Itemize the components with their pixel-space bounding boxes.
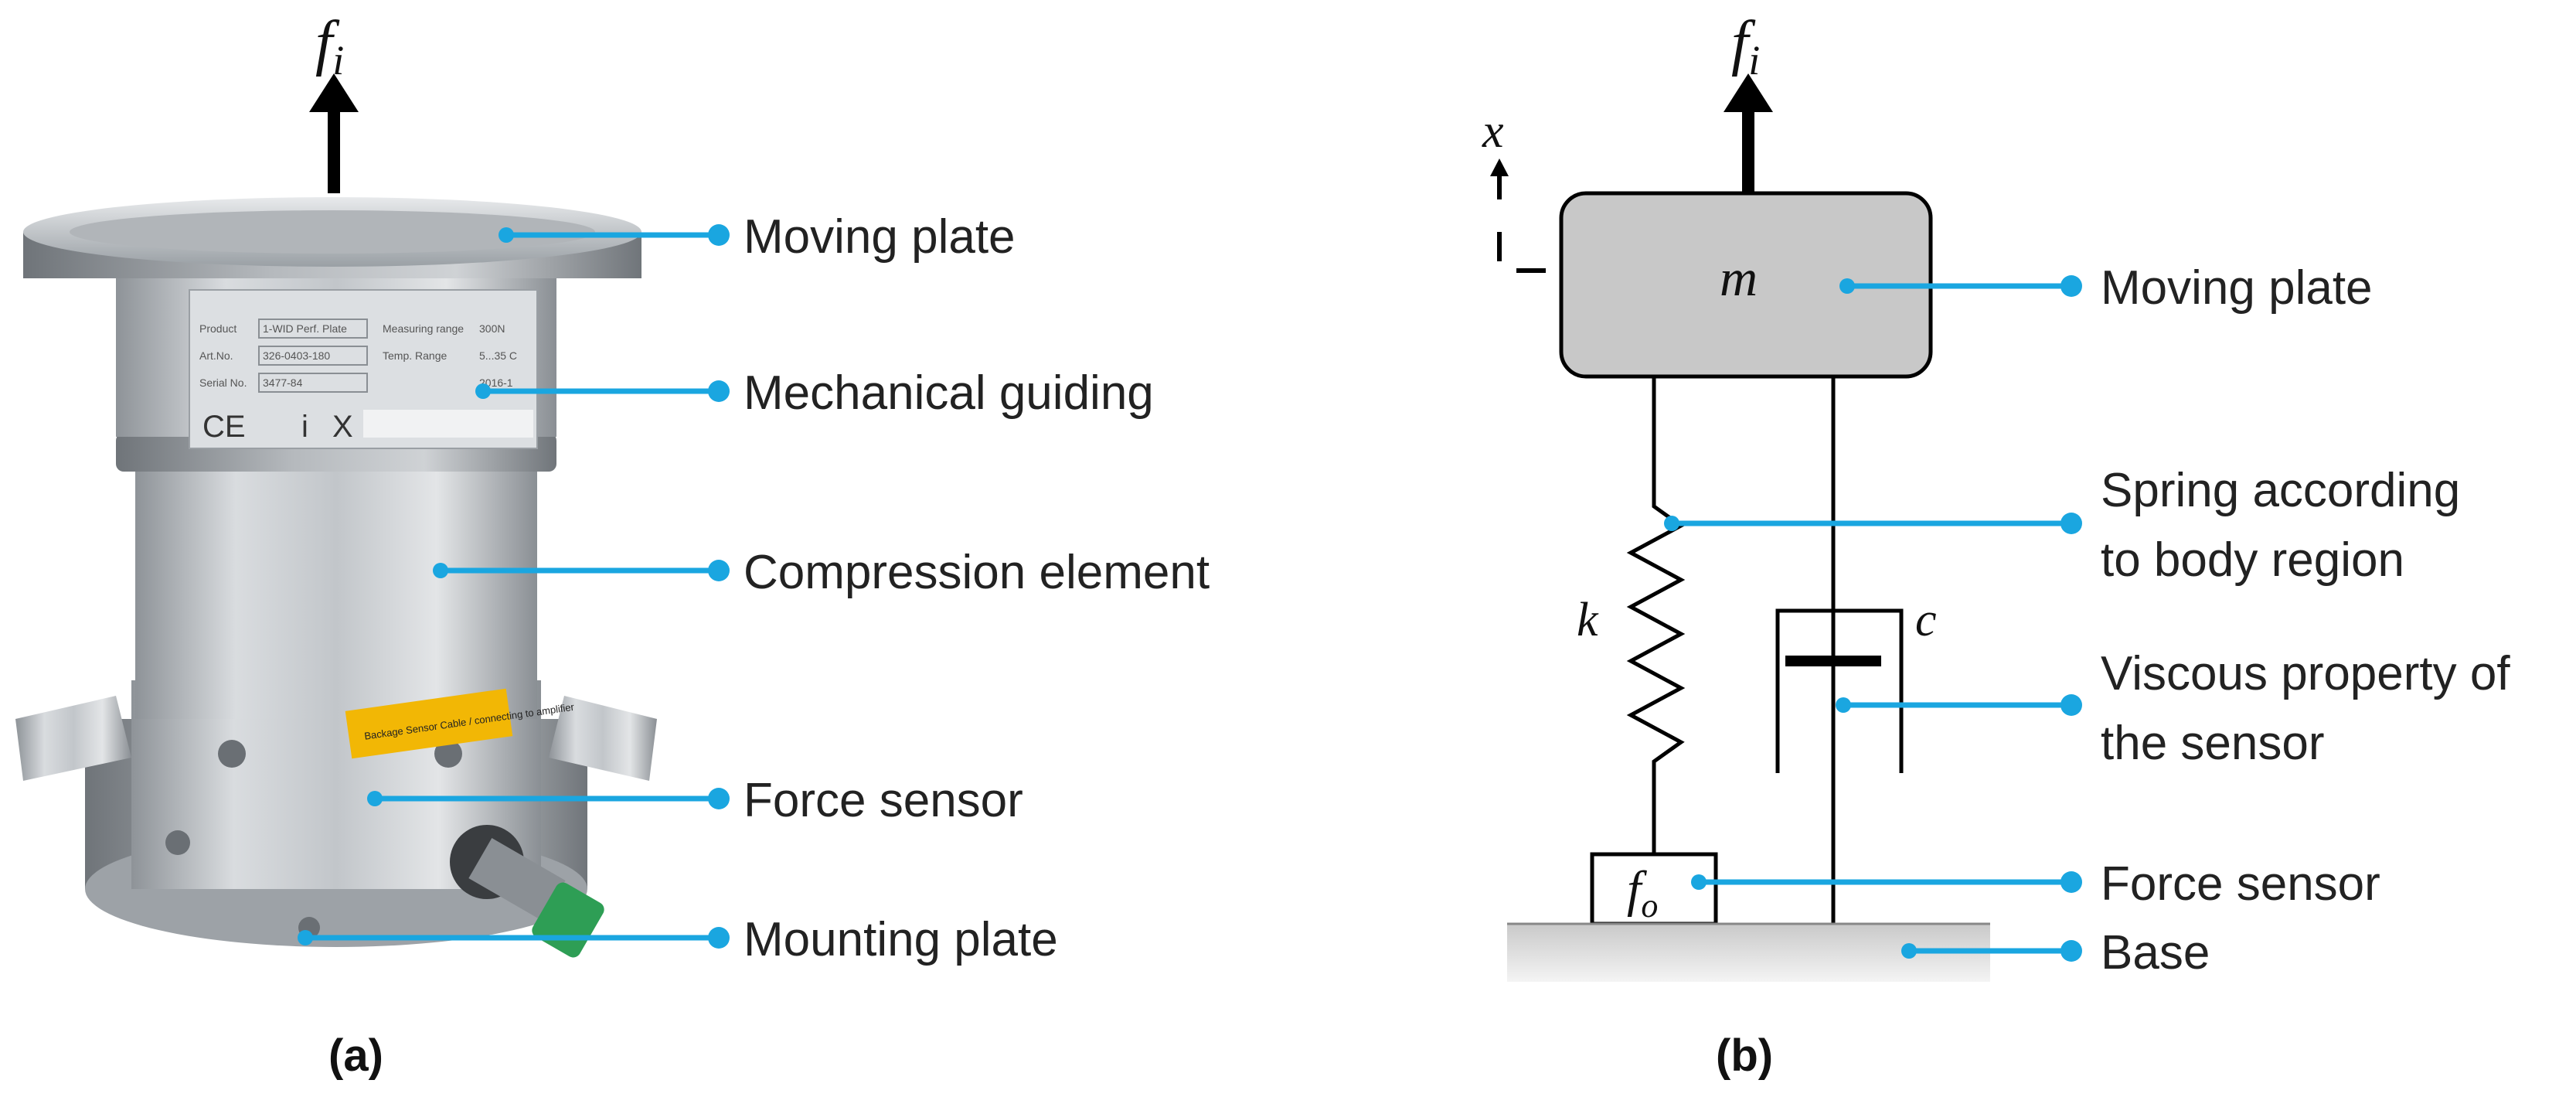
force-arrow-b bbox=[1724, 73, 1773, 193]
disposal-mark: X bbox=[332, 410, 353, 444]
nameplate-cell: Serial No. bbox=[199, 376, 247, 389]
nameplate-cell: 5...35 C bbox=[479, 349, 517, 362]
nameplate: Product 1-WID Perf. Plate Measuring rang… bbox=[189, 289, 538, 449]
nameplate-cell: 326-0403-180 bbox=[263, 349, 330, 362]
damper: c bbox=[1775, 376, 1937, 924]
label-moving-plate-b: Moving plate bbox=[2101, 261, 2373, 315]
device-illustration: Product 1-WID Perf. Plate Measuring rang… bbox=[15, 197, 657, 958]
label-force-sensor-a: Force sensor bbox=[744, 774, 1023, 827]
nameplate-cell: 3477-84 bbox=[263, 376, 303, 389]
label-moving-plate-a: Moving plate bbox=[744, 210, 1016, 264]
labels-a: Moving plate Mechanical guiding Compress… bbox=[744, 210, 1210, 966]
leaders-a bbox=[298, 224, 730, 949]
damper-symbol: c bbox=[1915, 594, 1937, 646]
force-arrow-a bbox=[309, 73, 359, 193]
labels-b: Moving plate Spring according to body re… bbox=[2101, 261, 2510, 979]
panel-a: fi bbox=[15, 9, 1210, 1081]
force-symbol-a: fi bbox=[315, 9, 344, 83]
caption-a: (a) bbox=[328, 1031, 383, 1081]
label-mounting-plate: Mounting plate bbox=[744, 913, 1058, 966]
spring-symbol: k bbox=[1577, 594, 1599, 646]
label-spring-line2: to body region bbox=[2101, 533, 2404, 587]
nameplate-cell: 300N bbox=[479, 322, 505, 335]
nameplate-cell: Temp. Range bbox=[383, 349, 447, 362]
label-force-sensor-b: Force sensor bbox=[2101, 857, 2380, 911]
spring: k bbox=[1577, 376, 1686, 854]
force-symbol-b: fi bbox=[1731, 9, 1760, 83]
displacement-symbol: x bbox=[1482, 105, 1504, 158]
nameplate-cell: Measuring range bbox=[383, 322, 464, 335]
label-spring-line1: Spring according bbox=[2101, 464, 2460, 517]
warning-sticker: Backage Sensor Cable / connecting to amp… bbox=[345, 688, 575, 759]
force-sensor-box: fo bbox=[1590, 852, 1718, 926]
leaders-b bbox=[1664, 275, 2082, 962]
caption-b: (b) bbox=[1716, 1031, 1773, 1081]
ce-mark: CE bbox=[202, 410, 246, 444]
panel-b: fi x m k c fo bbox=[1482, 9, 2510, 1081]
nameplate-cell: 1-WID Perf. Plate bbox=[263, 322, 347, 335]
label-viscous-line1: Viscous property of bbox=[2101, 647, 2510, 700]
displacement-indicator: x bbox=[1482, 105, 1546, 273]
label-mechanical-guiding: Mechanical guiding bbox=[744, 366, 1154, 420]
mass-symbol: m bbox=[1720, 248, 1758, 307]
info-mark: i bbox=[301, 410, 308, 444]
label-compression-element: Compression element bbox=[744, 546, 1210, 599]
label-viscous-line2: the sensor bbox=[2101, 717, 2325, 770]
nameplate-cell: Product bbox=[199, 322, 237, 335]
nameplate-cell: Art.No. bbox=[199, 349, 233, 362]
label-base: Base bbox=[2101, 926, 2210, 979]
